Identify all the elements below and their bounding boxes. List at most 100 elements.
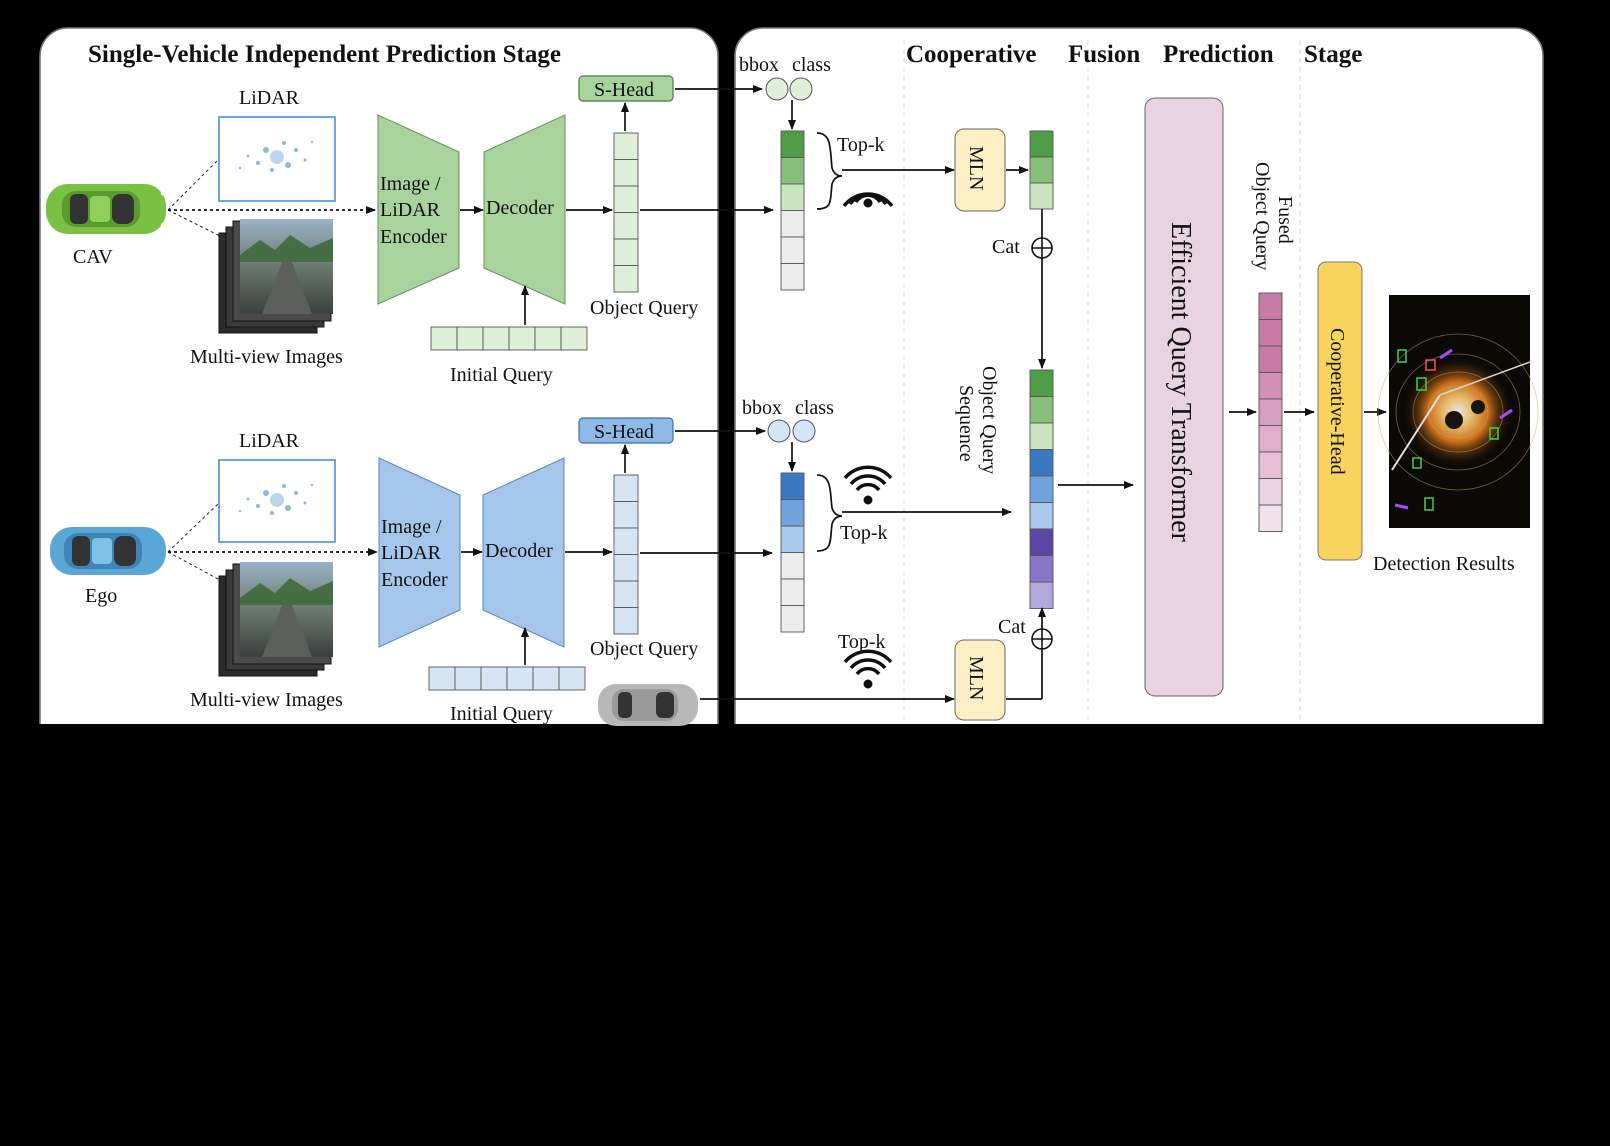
cav-encoder-line-2: LiDAR	[380, 199, 441, 221]
sequence-cell	[1029, 396, 1054, 424]
fused-query-cell	[1258, 319, 1283, 347]
cav-scored-queries	[780, 130, 805, 291]
mln-output-cell	[1029, 182, 1054, 210]
ego-decoder-label: Decoder	[485, 540, 553, 562]
ego-object-query	[613, 474, 639, 635]
fused-query-cell	[1258, 478, 1283, 506]
initial-query-cell	[454, 666, 482, 691]
scored-query-cell	[780, 210, 805, 238]
right-title-word-4: Stage	[1304, 41, 1362, 68]
ego-decoder	[482, 457, 565, 648]
initial-query-cell	[506, 666, 534, 691]
initial-query-cell	[534, 326, 562, 351]
other-vehicle-branch: Top-k	[598, 631, 955, 726]
ego-bbox-circle	[767, 419, 791, 443]
ego-lidar-label: LiDAR	[239, 430, 300, 452]
coop-head-label: Cooperative-Head	[1326, 328, 1348, 475]
ego-encoder-line-2: LiDAR	[381, 542, 442, 564]
cat-bottom-icon	[1031, 628, 1053, 650]
fused-label-line-1: Fused	[1274, 196, 1296, 244]
scored-query-cell	[780, 183, 805, 211]
ego-encoder-line-3: Encoder	[381, 569, 448, 591]
mln-bottom-label: MLN	[965, 656, 987, 700]
scored-query-cell	[780, 525, 805, 553]
sequence-cell	[1029, 528, 1054, 556]
ego-encoder	[378, 457, 461, 648]
ego-topk-label: Top-k	[840, 522, 887, 544]
ego-shead	[578, 417, 674, 444]
initial-query-cell	[482, 326, 510, 351]
cav-encoder	[377, 114, 460, 305]
mln-output-cell	[1029, 130, 1054, 158]
cav-decoder-label: Decoder	[486, 197, 554, 219]
cav-topk-label: Top-k	[837, 134, 884, 156]
sequence-cell	[1029, 369, 1054, 397]
object-query-cell	[613, 159, 639, 187]
transformer-label: Efficient Query Transformer	[1165, 222, 1196, 543]
right-title-word-3: Prediction	[1163, 41, 1274, 68]
cav-bbox-label: bbox	[739, 54, 779, 76]
initial-query-cell	[456, 326, 484, 351]
cav-branch: CAV LiDAR Multi-view Images Image / LiDA…	[46, 54, 955, 386]
ego-label: Ego	[85, 585, 117, 607]
cooperative-head	[1317, 261, 1363, 561]
ego-scored-queries	[780, 472, 805, 633]
cav-encoder-line-1: Image /	[380, 173, 441, 195]
bottom-black-region	[0, 724, 1610, 1146]
scored-query-cell	[780, 157, 805, 185]
object-query-sequence	[1029, 369, 1054, 609]
object-query-cell	[613, 185, 639, 213]
gray-car-icon	[598, 684, 698, 726]
ego-initial-query-label: Initial Query	[450, 703, 553, 725]
initial-query-cell	[560, 326, 588, 351]
left-stage-title: Single-Vehicle Independent Prediction St…	[88, 41, 561, 68]
scored-query-cell	[780, 472, 805, 500]
cat-bottom-label: Cat	[998, 616, 1026, 638]
scored-query-cell	[780, 263, 805, 291]
third-wireless-icon	[843, 649, 893, 689]
detection-results-image	[1377, 295, 1539, 528]
object-query-cell	[613, 238, 639, 266]
fused-query-cell	[1258, 504, 1283, 532]
cav-encoder-line-3: Encoder	[380, 226, 447, 248]
scored-query-cell	[780, 578, 805, 606]
cav-shead	[578, 75, 674, 102]
sequence-cell	[1029, 475, 1054, 503]
initial-query-cell	[430, 326, 458, 351]
ego-topk-brace	[816, 474, 843, 552]
cav-decoder	[483, 114, 566, 305]
sequence-cell	[1029, 502, 1054, 530]
object-query-cell	[613, 527, 639, 555]
cav-wireless-icon	[842, 192, 894, 208]
sequence-label-line-1: Object Query	[978, 366, 1000, 474]
ego-shead-label: S-Head	[594, 421, 654, 443]
scored-query-cell	[780, 130, 805, 158]
cav-object-query-label: Object Query	[590, 297, 698, 319]
ego-class-circle	[792, 419, 816, 443]
initial-query-cell	[428, 666, 456, 691]
fused-label-line-2: Object Query	[1251, 162, 1273, 270]
ego-initial-query	[428, 666, 586, 691]
cav-lidar-label: LiDAR	[239, 87, 300, 109]
cav-car-icon	[46, 184, 167, 234]
fused-query-cell	[1258, 425, 1283, 453]
object-query-cell	[613, 474, 639, 502]
sequence-label-line-2: Sequence	[955, 385, 977, 462]
object-query-cell	[613, 132, 639, 160]
scored-query-cell	[780, 552, 805, 580]
mln-top-label: MLN	[965, 146, 987, 190]
right-title-word-1: Cooperative	[906, 41, 1037, 68]
object-query-cell	[613, 554, 639, 582]
cav-initial-query	[430, 326, 588, 351]
sequence-cell	[1029, 555, 1054, 583]
cav-multiview-images	[218, 219, 333, 334]
mln-top	[954, 128, 1006, 212]
ego-wireless-icon	[843, 465, 893, 505]
cav-object-query	[613, 132, 639, 293]
fused-query-cell	[1258, 372, 1283, 400]
cav-label: CAV	[73, 246, 113, 268]
scored-query-cell	[780, 499, 805, 527]
cav-lidar-points	[238, 140, 314, 172]
cat-top-icon	[1031, 237, 1053, 259]
ego-bbox-label: bbox	[742, 397, 782, 419]
